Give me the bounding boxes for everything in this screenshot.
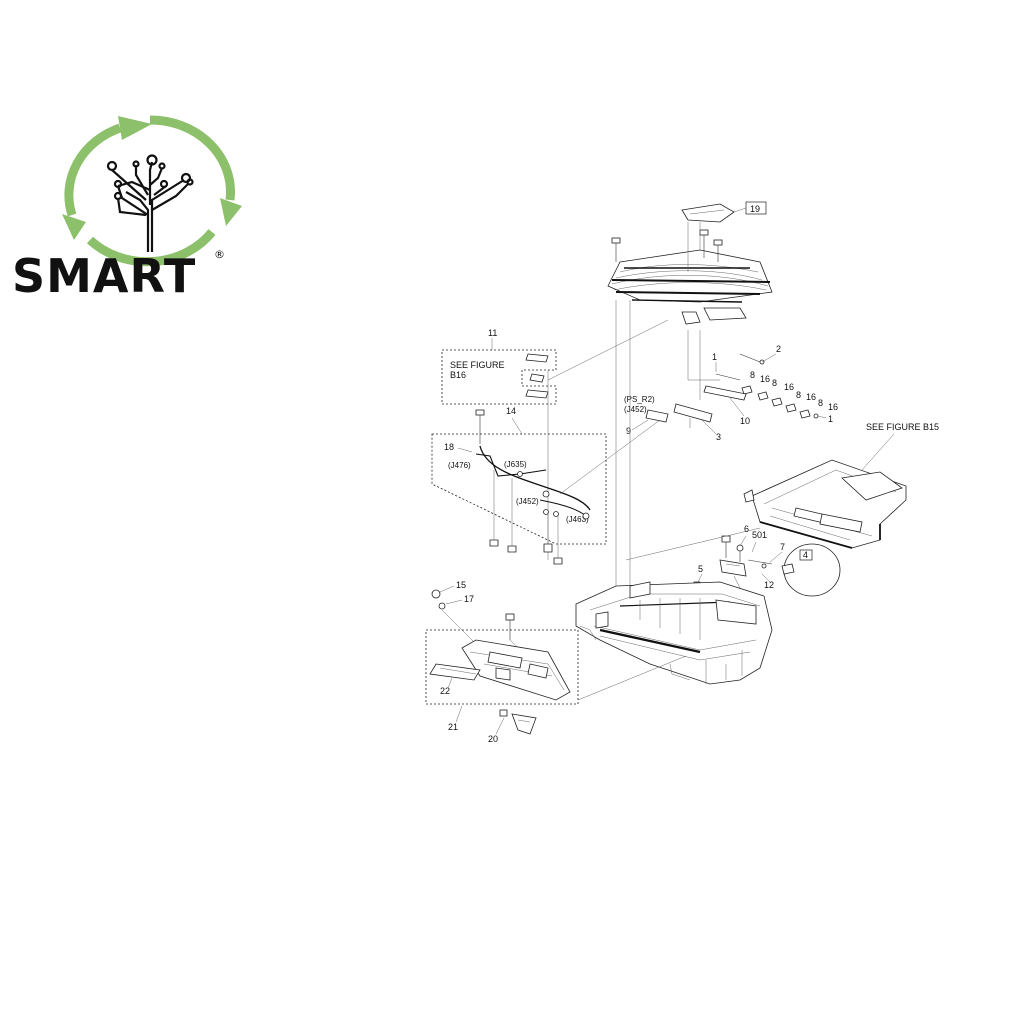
callout-19: 19 [750,204,760,214]
callout-17: 17 [464,594,474,604]
label-j635: (J635) [504,460,527,469]
callout-16d: 16 [828,402,838,412]
note-b16: B16 [450,370,466,380]
callout-10: 10 [740,416,750,426]
label-j452-top: (J452) [624,405,647,414]
gear-parts: 4 6 501 7 12 13 5 [625,524,841,600]
main-frame [575,300,773,685]
callout-11: 11 [488,328,497,338]
callout-1b: 1 [828,414,833,424]
label-j463: (J463) [566,515,589,524]
circuit-tree-icon [106,154,194,252]
note-see-figure-b16: SEE FIGURE [450,360,505,370]
callout-8a: 8 [750,370,755,380]
callout-4: 4 [803,550,808,560]
callout-8d: 8 [818,398,823,408]
sensor-parts-right: 2 1 8 16 8 16 8 16 8 16 1 10 [687,330,838,426]
callout-8b: 8 [772,378,777,388]
ps-r2-sensor: (PS_R2) (J452) 9 3 [624,395,721,442]
callout-16a: 16 [760,374,770,384]
clip-row [741,385,819,419]
callout-6: 6 [744,524,749,534]
callout-16b: 16 [784,382,794,392]
callout-9: 9 [626,426,631,436]
callout-7: 7 [780,542,785,552]
callout-18: 18 [444,442,454,452]
callout-3: 3 [716,432,721,442]
callout-501: 501 [752,530,767,540]
registered-mark: ® [214,248,225,261]
callout-15: 15 [456,580,466,590]
callout-2: 2 [776,344,781,354]
callout-8c: 8 [796,390,801,400]
callout-5: 5 [698,564,703,574]
logo-wordmark: SMART [12,249,196,303]
callout-12: 12 [764,580,774,590]
group-11: 11 SEE FIGURE B16 [441,319,669,560]
top-cover-assembly: 19 [607,201,773,325]
label-j452-harness: (J452) [516,497,539,506]
note-see-figure-b15: SEE FIGURE B15 [866,422,939,432]
label-j476: (J476) [448,461,471,470]
callout-16c: 16 [806,392,816,402]
group-21-board: 15 17 22 21 20 [425,580,687,744]
recycle-ring-icon [62,115,242,267]
callout-14: 14 [506,406,516,416]
label-ps-r2: (PS_R2) [624,395,655,404]
callout-21: 21 [448,722,458,732]
callout-1a: 1 [712,352,717,362]
paper-tray: SEE FIGURE B15 [743,422,939,549]
smart-logo: SMART ® [12,115,242,303]
callout-22: 22 [440,686,450,696]
group-14-harness: 14 18 (J476) (J635) (J452) (J463) [431,406,661,565]
callout-20: 20 [488,734,498,744]
